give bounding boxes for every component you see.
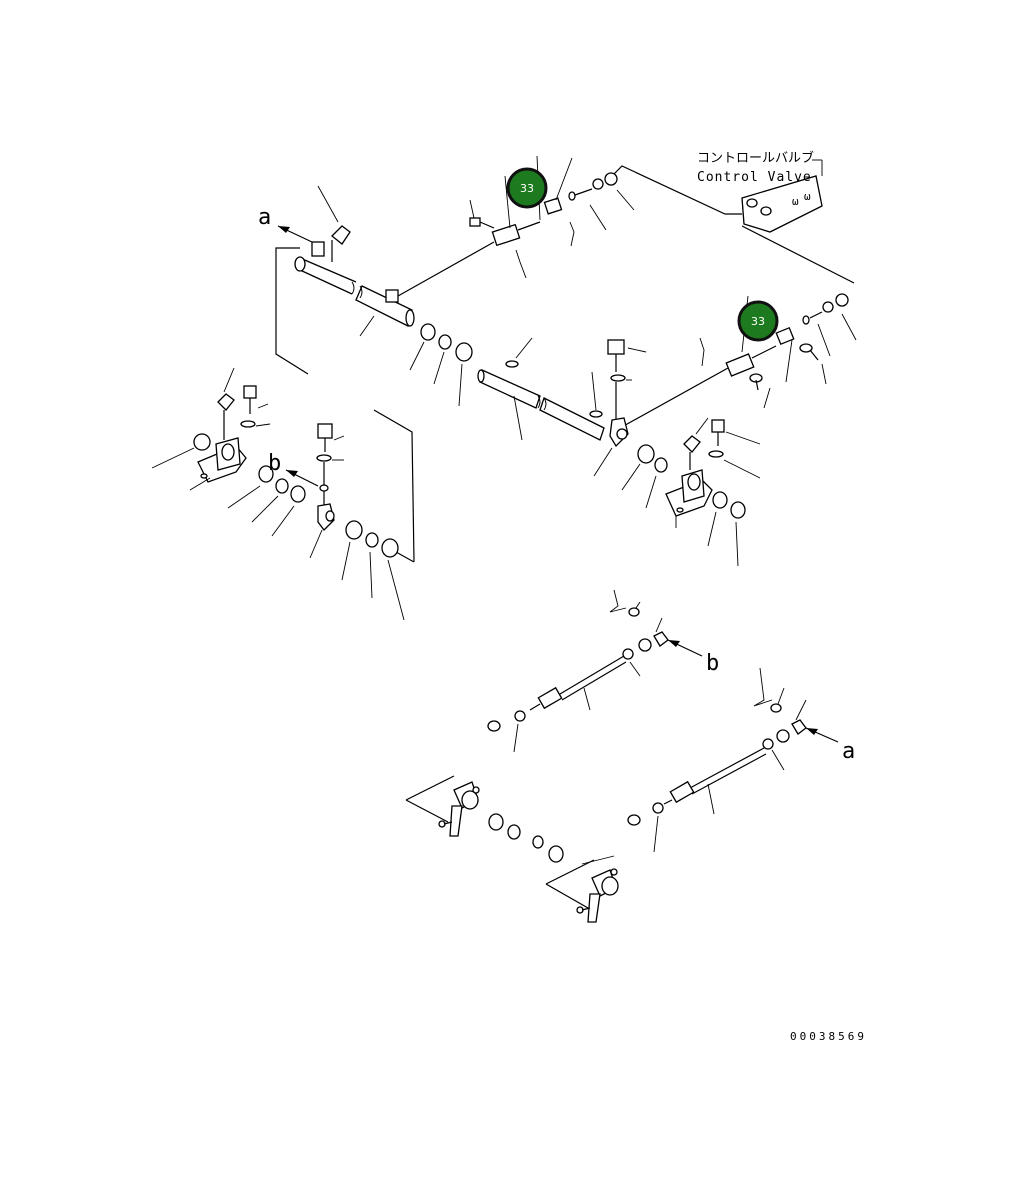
arrow-b-label-lower: b <box>706 651 719 676</box>
arrow-b-lower <box>667 639 703 657</box>
callout-marker-2[interactable]: 33 <box>737 300 779 342</box>
left-lever <box>309 423 345 559</box>
left-bushings <box>227 465 306 537</box>
upper-rod-assembly <box>469 155 855 284</box>
lower-left-lever <box>405 775 564 863</box>
svg-text:ω: ω <box>804 190 811 203</box>
left-frame-lines <box>275 247 415 563</box>
bushings-right <box>707 491 746 567</box>
left-bracket <box>151 367 271 491</box>
middle-shaft <box>477 337 605 441</box>
callout-label-1[interactable]: 33 <box>520 182 534 195</box>
middle-lever <box>593 339 647 477</box>
callout-circle-2[interactable] <box>737 300 779 342</box>
control-valve-label-jp: コントロールバルブ <box>697 150 814 166</box>
lower-rod-a <box>627 667 807 853</box>
right-bracket <box>665 417 761 528</box>
arrow-a-lower <box>805 727 839 743</box>
left-lower-bushings <box>341 520 405 621</box>
bushings-upper-left <box>409 323 473 407</box>
bushings-middle-right <box>621 444 668 509</box>
callout-circle-1[interactable] <box>506 167 548 209</box>
arrow-b-label-upper: b <box>268 451 281 476</box>
svg-text:ω: ω <box>792 195 799 208</box>
callout-label-2[interactable]: 33 <box>751 315 765 328</box>
lower-right-lever <box>545 855 619 923</box>
control-valve: ω ω <box>741 159 823 233</box>
right-rod-assembly <box>619 293 857 429</box>
drawing-number: 00038569 <box>790 1030 867 1043</box>
lower-rod-b <box>487 589 669 753</box>
callout-marker-1[interactable]: 33 <box>506 167 548 209</box>
arrow-a-label-lower: a <box>842 739 855 764</box>
upper-left-shaft <box>294 185 495 337</box>
arrow-a-label-upper: a <box>258 205 271 230</box>
arrow-b-upper <box>285 469 319 487</box>
control-valve-label-en: Control Valve <box>697 170 812 185</box>
arrow-a-upper <box>277 225 313 243</box>
